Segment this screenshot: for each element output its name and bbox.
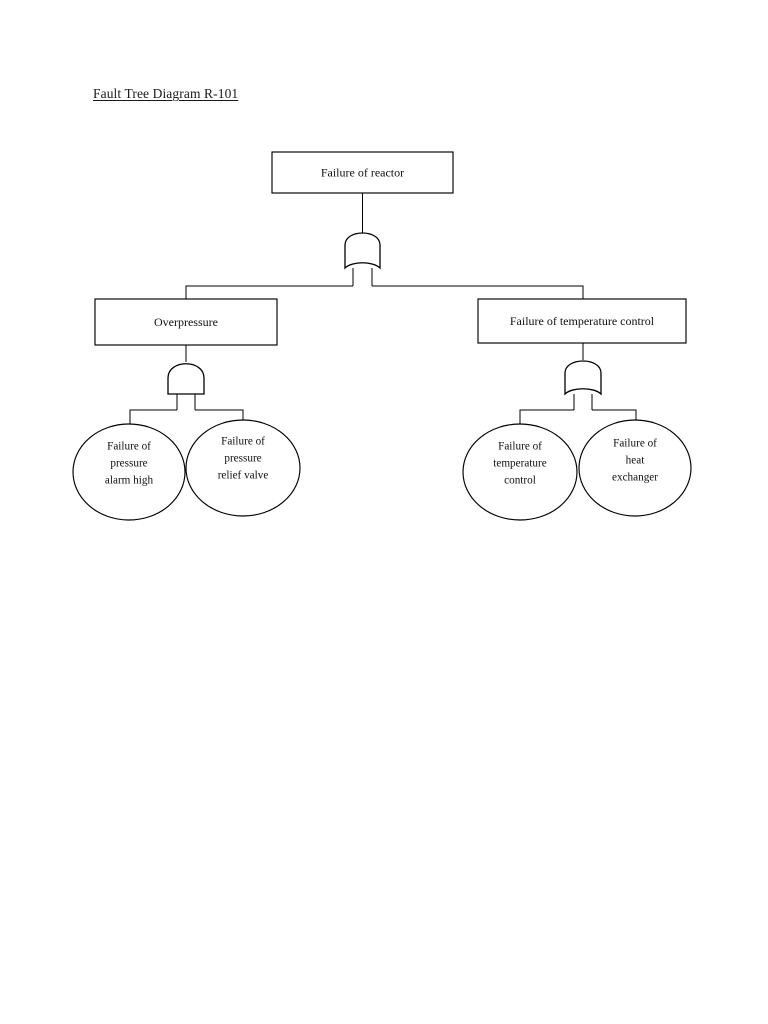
- node-leaf-temperature-control[interactable]: Failure of temperature control: [462, 423, 578, 521]
- leaf-heat-exchanger-line1: Failure of: [613, 438, 657, 450]
- leaf-temp-control-ellipse[interactable]: [462, 423, 578, 521]
- leaf-alarm-line2: pressure: [110, 458, 147, 470]
- leaf-temp-control-line1: Failure of: [498, 441, 542, 453]
- leaf-relief-valve-ellipse[interactable]: [185, 419, 301, 517]
- connector-lines: [129, 193, 637, 424]
- connector-to-leaf-temp-control: [519, 409, 574, 424]
- leaf-heat-exchanger-ellipse[interactable]: [578, 419, 692, 517]
- leaf-alarm-ellipse[interactable]: [72, 423, 186, 521]
- overpressure-label: Overpressure: [154, 315, 218, 329]
- node-leaf-heat-exchanger[interactable]: Failure of heat exchanger: [578, 419, 692, 517]
- connector-to-leaf-relief-valve: [195, 409, 244, 420]
- leaf-relief-valve-line2: pressure: [224, 453, 261, 465]
- node-leaf-pressure-alarm[interactable]: Failure of pressure alarm high: [72, 423, 186, 521]
- node-top-event[interactable]: Failure of reactor: [271, 151, 454, 194]
- leaf-heat-exchanger-line2: heat: [626, 455, 646, 467]
- temp-control-label: Failure of temperature control: [510, 314, 655, 328]
- top-event-label: Failure of reactor: [321, 165, 404, 179]
- leaf-relief-valve-line3: relief valve: [218, 470, 269, 482]
- node-temp-control-failure[interactable]: Failure of temperature control: [477, 298, 687, 344]
- leaf-temp-control-line2: temperature: [493, 458, 546, 470]
- leaf-alarm-line3: alarm high: [105, 475, 154, 487]
- connector-to-leaf-heat-exchanger: [592, 409, 637, 420]
- leaf-relief-valve-line1: Failure of: [221, 436, 265, 448]
- page-title: Fault Tree Diagram R-101: [93, 86, 239, 101]
- connector-to-leaf-alarm: [129, 409, 177, 424]
- leaf-alarm-line1: Failure of: [107, 441, 151, 453]
- leaf-heat-exchanger-line3: exchanger: [612, 472, 658, 484]
- node-overpressure[interactable]: Overpressure: [94, 298, 278, 346]
- gate-right-or[interactable]: [564, 360, 602, 396]
- connector-bus-right: [372, 285, 584, 299]
- or-gate-icon[interactable]: [344, 232, 381, 270]
- node-leaf-pressure-relief-valve[interactable]: Failure of pressure relief valve: [185, 419, 301, 517]
- top-event-box[interactable]: [271, 151, 454, 194]
- and-gate-icon[interactable]: [167, 363, 205, 395]
- leaf-temp-control-line3: control: [504, 475, 536, 487]
- or-gate-icon-right[interactable]: [564, 360, 602, 396]
- gate-left-and[interactable]: [167, 363, 205, 395]
- gate-top-or[interactable]: [344, 232, 381, 270]
- connector-bus-left: [185, 285, 353, 299]
- overpressure-box[interactable]: [94, 298, 278, 346]
- temp-control-box[interactable]: [477, 298, 687, 344]
